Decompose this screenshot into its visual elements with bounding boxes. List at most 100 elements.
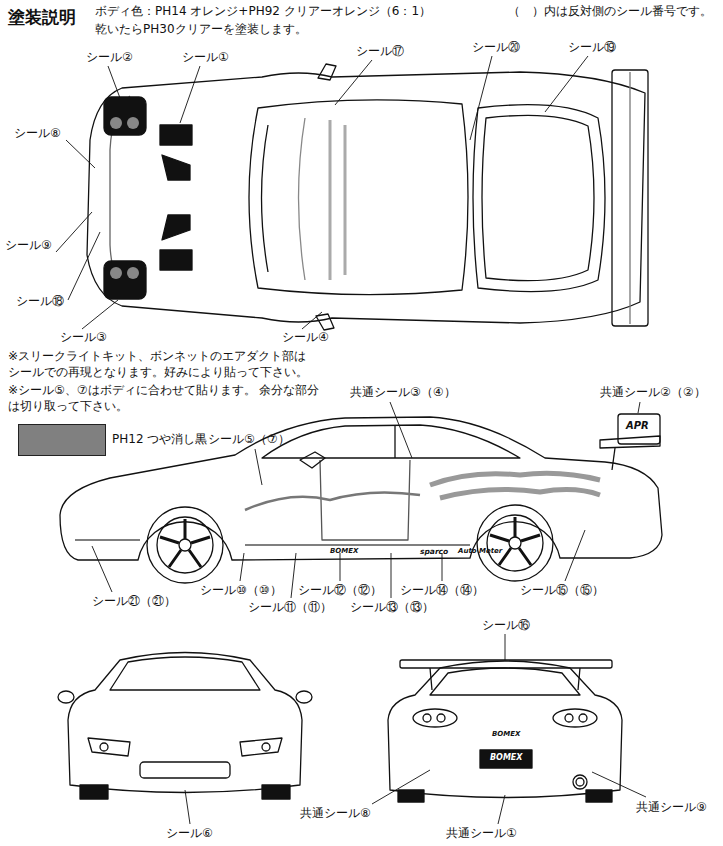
side-view: [262, 425, 520, 458]
front-view: [88, 738, 130, 756]
legend-text: PH12 つや消し黒: [112, 431, 207, 448]
top-view: [110, 267, 122, 279]
callout-label: シール⑯: [482, 618, 530, 633]
front-view: [100, 743, 108, 751]
side-view: [487, 515, 543, 571]
leader-lines: [56, 212, 92, 252]
rear-view: [430, 668, 580, 695]
side-view: [60, 417, 662, 560]
front-view: [240, 738, 282, 756]
callout-label: シール④: [282, 330, 329, 345]
top-view: [262, 125, 269, 272]
side-view: [300, 452, 325, 468]
leader-lines: [340, 553, 341, 581]
leader-lines: [372, 770, 430, 804]
callout-label: シール⑩（⑩）: [200, 583, 282, 598]
side-view: [477, 505, 553, 581]
leader-lines: [638, 402, 640, 413]
callout-label: 共通シール③（④）: [350, 385, 456, 400]
rear-view: [413, 709, 457, 727]
callout-label: シール⑧: [14, 126, 61, 141]
decal-text: BOMEX: [490, 753, 523, 763]
rear-view: [400, 660, 612, 668]
rear-view: [423, 714, 431, 722]
callout-label: シール⑬（⑬）: [350, 600, 434, 615]
callout-label: 共通シール②（②）: [600, 385, 706, 400]
leader-lines: [185, 790, 190, 824]
assembly-note: ※スリークライトキット、ボンネットのエアダクト部は シールでの再現となります。好…: [8, 348, 320, 380]
side-view: [157, 517, 213, 573]
top-view: [629, 72, 630, 324]
top-view: [87, 64, 648, 330]
leader-lines: [66, 140, 95, 168]
top-view: [87, 72, 645, 323]
top-view: [104, 261, 146, 299]
top-view: [249, 100, 468, 295]
leader-lines: [505, 634, 506, 660]
top-view: [299, 118, 306, 280]
leader-lines: [108, 66, 120, 98]
decal-text: Auto Meter: [458, 547, 502, 556]
leader-lines: [592, 772, 646, 797]
side-view: [75, 539, 140, 540]
side-view: [245, 492, 420, 510]
callout-label: シール⑥: [166, 826, 213, 841]
decal-note: （ ）内は反対側のシール番号です。: [508, 4, 712, 18]
assembly-note: ※シール⑤、⑦はボディに合わせて貼ります。 余分な部分は切り取って下さい。: [8, 382, 320, 414]
front-view: [110, 657, 260, 690]
front-view: [262, 743, 270, 751]
front-view: [80, 785, 108, 799]
paint-note: 乾いたらPH30クリアーを塗装します。: [95, 22, 307, 37]
decal-text: BOMEX: [330, 547, 358, 556]
callout-label: 共通シール⑨: [636, 800, 707, 815]
callout-label: シール⑨: [5, 238, 52, 253]
rear-view: [578, 668, 580, 690]
rear-view: [437, 714, 445, 722]
callout-label: シール⑤（⑦）: [208, 432, 290, 447]
front-view: [296, 691, 312, 703]
top-view: [330, 120, 345, 280]
leader-lines: [240, 553, 244, 581]
top-view: [162, 215, 190, 240]
rear-view: [576, 778, 584, 786]
rear-view: [388, 660, 622, 802]
top-view: [612, 70, 648, 326]
side-view: [509, 537, 521, 549]
decal-text: APR: [626, 420, 649, 433]
rear-view: [579, 714, 587, 722]
side-view: [618, 414, 660, 444]
decal-text: BOMEX: [492, 730, 520, 739]
leader-lines: [56, 56, 646, 824]
callout-label: シール⑰: [356, 44, 404, 59]
top-view: [160, 250, 192, 270]
leader-lines: [92, 546, 112, 592]
callout-label: シール⑮（⑮）: [520, 583, 604, 598]
side-view: [394, 426, 395, 458]
callout-label: シール①: [182, 50, 229, 65]
callout-label: シール⑳: [472, 40, 520, 55]
callout-label: シール②: [86, 50, 133, 65]
leader-lines: [82, 300, 118, 329]
callout-label: シール⑱: [16, 294, 64, 309]
leader-lines: [255, 449, 262, 485]
leader-lines: [180, 66, 200, 123]
top-view: [318, 64, 336, 80]
decal-text: sparco: [420, 547, 448, 556]
front-view: [262, 785, 290, 799]
side-view: [60, 414, 662, 583]
leader-lines: [545, 56, 588, 112]
leader-lines: [442, 553, 443, 581]
top-view: [473, 105, 605, 292]
side-view: [245, 544, 470, 545]
front-view: [58, 691, 74, 703]
callout-label: シール⑫（⑫）: [298, 583, 382, 598]
leader-lines: [390, 402, 412, 458]
rear-view: [480, 750, 532, 768]
front-view: [140, 762, 230, 778]
side-view: [490, 517, 540, 565]
side-view: [160, 519, 210, 567]
color-swatch: [18, 424, 106, 456]
side-view: [600, 436, 660, 448]
side-view: [430, 473, 600, 498]
leader-lines: [470, 56, 492, 140]
